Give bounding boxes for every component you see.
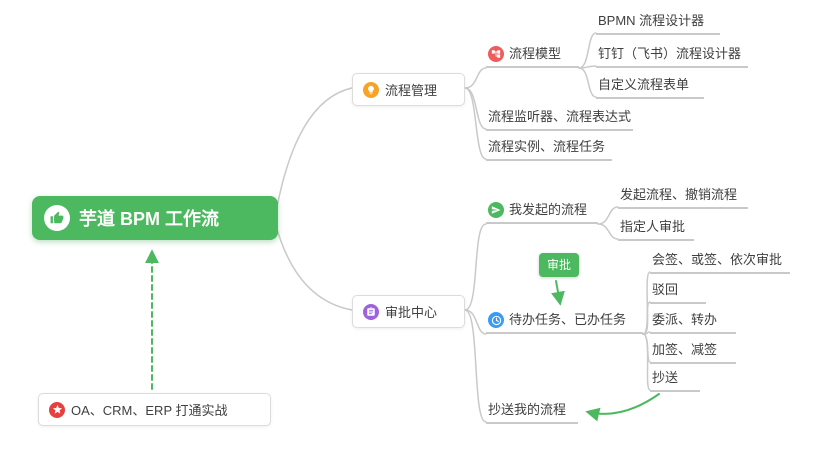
node-label: 我发起的流程 <box>509 202 588 217</box>
node-todo-done-tasks[interactable]: 待办任务、已办任务 <box>486 312 643 334</box>
clipboard-icon <box>363 303 379 320</box>
node-reject[interactable]: 驳回 <box>650 282 706 304</box>
node-listener-expression[interactable]: 流程监听器、流程表达式 <box>486 109 634 131</box>
cc-arrow <box>585 393 660 422</box>
green-arrows <box>145 249 660 422</box>
node-label: 会签、或签、依次审批 <box>652 252 783 267</box>
node-bpmn-designer[interactable]: BPMN 流程设计器 <box>596 13 720 35</box>
node-label: 加签、减签 <box>652 342 718 357</box>
send-icon <box>488 202 504 218</box>
node-delegate-transfer[interactable]: 委派、转办 <box>650 312 736 334</box>
approval-badge-label: 审批 <box>547 258 572 272</box>
node-my-initiated[interactable]: 我发起的流程 <box>486 202 598 224</box>
node-label: 流程管理 <box>385 83 438 98</box>
root-node-label: 芋道 BPM 工作流 <box>79 209 220 229</box>
node-initiate-cancel[interactable]: 发起流程、撤销流程 <box>618 187 748 209</box>
star-icon <box>49 401 65 418</box>
node-label: 流程监听器、流程表达式 <box>488 109 632 124</box>
node-label: 流程模型 <box>509 46 562 61</box>
node-approval-center[interactable]: 审批中心 <box>352 295 465 328</box>
node-label: 钉钉（飞书）流程设计器 <box>598 46 742 61</box>
root-node[interactable]: 芋道 BPM 工作流 <box>32 196 278 240</box>
node-label: 抄送 <box>652 370 679 385</box>
clock-icon <box>488 312 504 328</box>
node-custom-form[interactable]: 自定义流程表单 <box>596 77 704 99</box>
node-label: 待办任务、已办任务 <box>509 312 627 327</box>
node-label: 抄送我的流程 <box>488 402 567 417</box>
lightbulb-icon <box>363 81 379 98</box>
thumbs-up-icon <box>44 205 70 231</box>
node-label: 委派、转办 <box>652 312 718 327</box>
node-label: 自定义流程表单 <box>598 77 690 92</box>
practice-note-label: OA、CRM、ERP 打通实战 <box>71 403 228 418</box>
node-cc[interactable]: 抄送 <box>650 370 700 392</box>
node-addsign-removesign[interactable]: 加签、减签 <box>650 342 736 364</box>
node-process-management[interactable]: 流程管理 <box>352 73 465 106</box>
node-cc-my-process[interactable]: 抄送我的流程 <box>486 402 578 424</box>
approval-arrow <box>551 280 565 306</box>
node-label: 发起流程、撤销流程 <box>620 187 738 202</box>
node-label: 审批中心 <box>385 305 438 320</box>
approval-badge[interactable]: 审批 <box>539 253 580 277</box>
node-dingtalk-designer[interactable]: 钉钉（飞书）流程设计器 <box>596 46 748 68</box>
node-instance-task[interactable]: 流程实例、流程任务 <box>486 139 612 161</box>
node-assignee-approval[interactable]: 指定人审批 <box>618 219 694 241</box>
node-process-model[interactable]: 流程模型 <box>486 46 579 68</box>
node-countersign[interactable]: 会签、或签、依次审批 <box>650 252 790 274</box>
node-label: 指定人审批 <box>620 219 686 234</box>
flow-model-icon <box>488 46 504 62</box>
node-label: BPMN 流程设计器 <box>598 13 705 28</box>
node-label: 流程实例、流程任务 <box>488 139 606 154</box>
gray-connectors <box>276 32 651 423</box>
practice-note[interactable]: OA、CRM、ERP 打通实战 <box>38 393 271 426</box>
node-label: 驳回 <box>652 282 679 297</box>
